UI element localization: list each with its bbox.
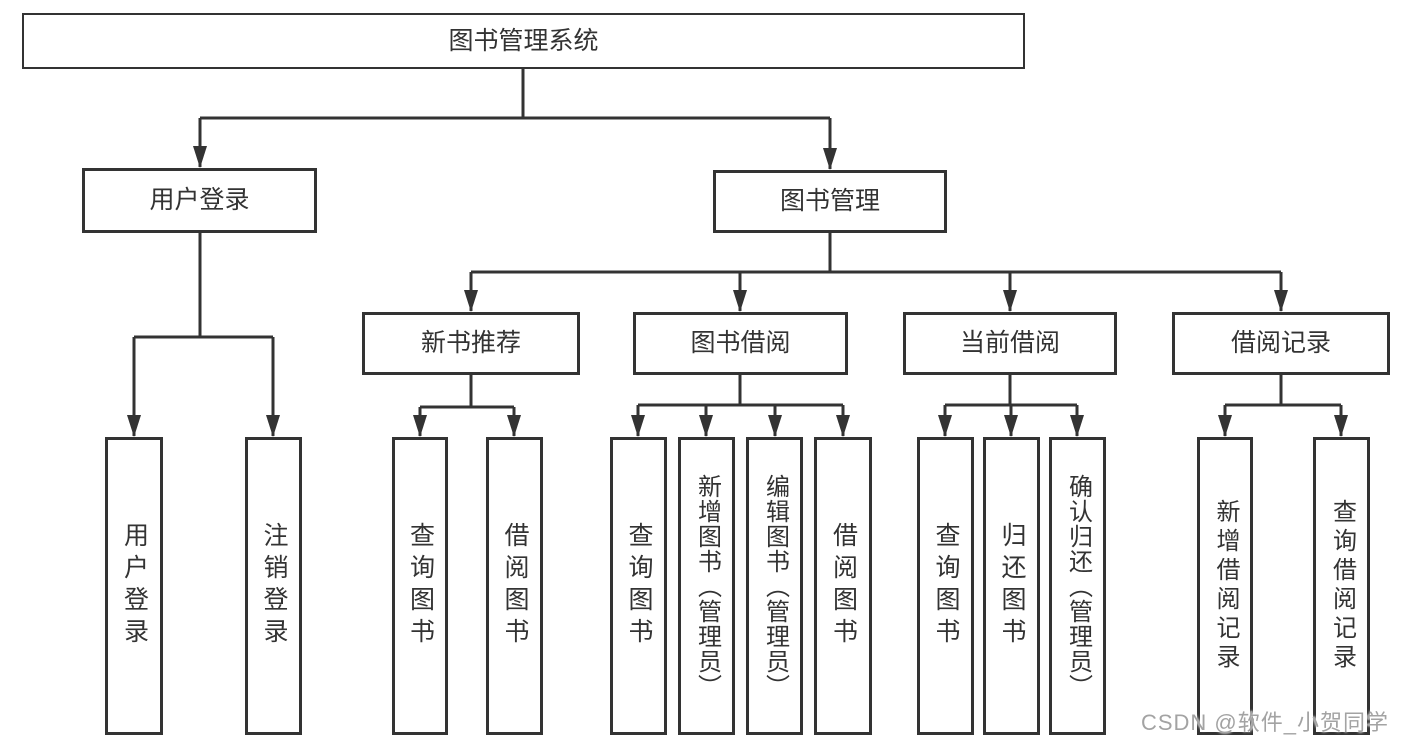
leaf-query-book: 查询图书 — [392, 437, 448, 735]
leaf-edit-book-admin: 编辑图书（管理员） — [746, 437, 803, 735]
csdn-watermark: CSDN @软件_小贺同学 — [1140, 710, 1389, 735]
node-book-management: 图书管理 — [713, 170, 947, 233]
connector-records-trunk — [1225, 375, 1341, 407]
node-borrow-records: 借阅记录 — [1172, 312, 1390, 375]
leaf-query-borrow-record: 查询借阅记录 — [1313, 437, 1370, 735]
leaf-query-book: 查询图书 — [917, 437, 974, 735]
connector-new-book-trunk — [420, 375, 514, 409]
connector-borrow-trunk — [638, 375, 843, 407]
leaf-query-book: 查询图书 — [610, 437, 667, 735]
node-new-book-recommend: 新书推荐 — [362, 312, 580, 375]
leaf-add-book-admin: 新增图书（管理员） — [678, 437, 735, 735]
leaf-confirm-return-admin: 确认归还（管理员） — [1049, 437, 1106, 735]
leaf-add-borrow-record: 新增借阅记录 — [1197, 437, 1253, 735]
connector-book-management-trunk — [471, 233, 1281, 274]
node-root-system: 图书管理系统 — [22, 13, 1025, 69]
connector-user-login-trunk — [134, 233, 273, 339]
leaf-logout: 注销登录 — [245, 437, 302, 735]
leaf-borrow-book: 借阅图书 — [814, 437, 872, 735]
connector-root-trunk — [200, 69, 830, 120]
leaf-borrow-book: 借阅图书 — [486, 437, 543, 735]
connector-current-trunk — [945, 375, 1077, 407]
leaf-user-login: 用户登录 — [105, 437, 163, 735]
node-user-login: 用户登录 — [82, 168, 317, 233]
node-book-borrow: 图书借阅 — [633, 312, 848, 375]
node-current-borrow: 当前借阅 — [903, 312, 1117, 375]
leaf-return-book: 归还图书 — [983, 437, 1040, 735]
